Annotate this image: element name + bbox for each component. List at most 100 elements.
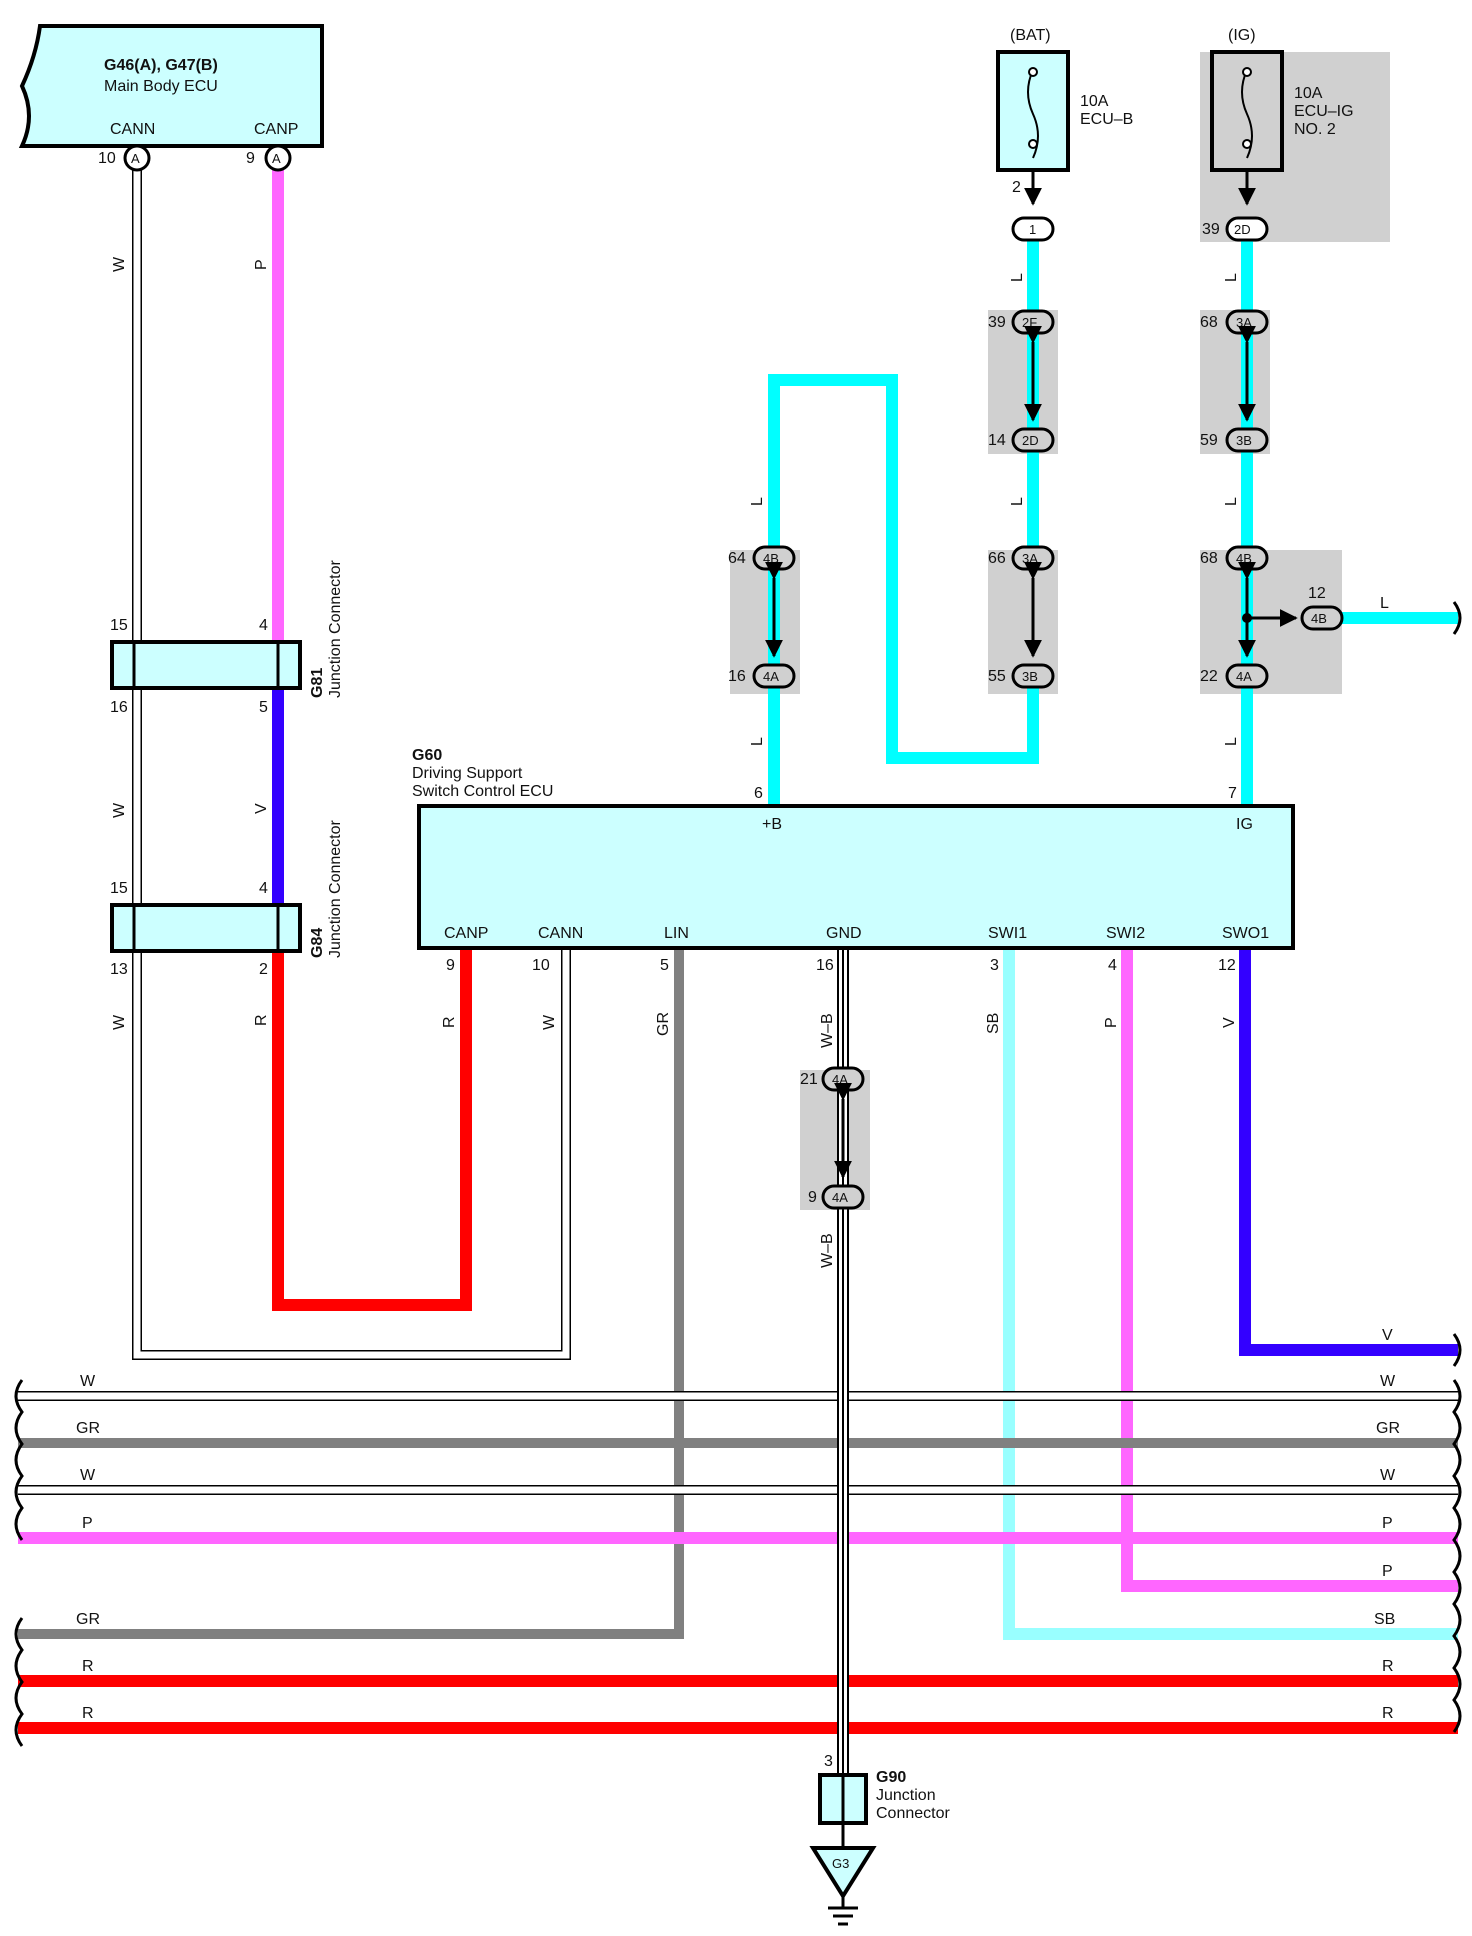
fuse-ig-rating: 10A xyxy=(1294,85,1323,102)
bus-left-gr: GR xyxy=(76,1420,100,1437)
wire-sb-swi1 xyxy=(1003,948,1458,1640)
wl-v-swo1: V xyxy=(1221,1017,1238,1028)
wire-labels: W P W V W R R W GR W–B W–B SB P V L L L … xyxy=(111,256,1393,1344)
g90-code: G90 xyxy=(876,1769,906,1786)
bus-right-p2: P xyxy=(1382,1563,1393,1580)
bus-right-sb: SB xyxy=(1374,1611,1395,1628)
conn-2f-label: 2F xyxy=(1022,315,1037,330)
g84-pin-13: 13 xyxy=(110,961,128,978)
fuse-ig-pin: 39 xyxy=(1202,221,1220,238)
conn-2d-label: 2D xyxy=(1022,433,1039,448)
wl-l-plusb1: L xyxy=(749,497,766,506)
g81-pin-4: 4 xyxy=(259,617,268,634)
conn-3b-bat-num: 55 xyxy=(988,668,1006,685)
bus-left-gr2: GR xyxy=(76,1611,100,1628)
wire-p-swi2 xyxy=(1121,948,1458,1592)
conn-4a-gnd1-label: 4A xyxy=(832,1072,848,1087)
g90-name1: Junction xyxy=(876,1787,936,1804)
g60-pin-canp: CANP xyxy=(444,925,488,942)
bus-left-w2: W xyxy=(80,1467,96,1484)
g60-pin-swo1: SWO1 xyxy=(1222,925,1269,942)
g60-pin-7: 7 xyxy=(1228,785,1237,802)
wl-wb-1: W–B xyxy=(819,1013,836,1048)
wl-w-main3: W xyxy=(111,1014,128,1030)
g90-name2: Connector xyxy=(876,1805,950,1822)
wl-v-right: V xyxy=(1382,1327,1393,1344)
g90-pin: 3 xyxy=(824,1753,833,1770)
wire-r-canp xyxy=(272,948,472,1311)
fuse-ig: (IG) 10A ECU–IG NO. 2 39 2D xyxy=(1202,27,1354,242)
wl-p-swi2: P xyxy=(1103,1017,1120,1028)
bus-left-r2: R xyxy=(82,1705,94,1722)
conn-4a-gnd2-label: 4A xyxy=(832,1190,848,1205)
wl-r-canp: R xyxy=(441,1016,458,1028)
conn-4a-ig-label: 4A xyxy=(1236,669,1252,684)
main-ecu-conn-a2: A xyxy=(272,151,281,166)
fuse-ig-name2: NO. 2 xyxy=(1294,121,1336,138)
bus-left-p: P xyxy=(82,1515,93,1532)
g60-pin-plusb: +B xyxy=(762,816,782,833)
wl-r-main3: R xyxy=(253,1014,270,1026)
conn-4a-plusb-num: 16 xyxy=(728,668,746,685)
wl-p-main1: P xyxy=(253,259,270,270)
conn-4a-gnd1-num: 21 xyxy=(800,1071,818,1088)
wl-sb-swi1: SB xyxy=(985,1013,1002,1034)
main-ecu-pin-cann-num: 10 xyxy=(98,150,116,167)
fuse-ig-name1: ECU–IG xyxy=(1294,103,1354,120)
ground-g3-label: G3 xyxy=(832,1856,849,1871)
g60-num-12: 12 xyxy=(1218,957,1236,974)
bus-right-gr: GR xyxy=(1376,1420,1400,1437)
bus-labels: W W GR GR W W P P P GR SB R R R R xyxy=(76,1373,1400,1722)
g81-code: G81 xyxy=(309,668,326,698)
wl-wb-2: W–B xyxy=(819,1233,836,1268)
junction-g90: 3 G90 Junction Connector G3 xyxy=(809,1753,950,1926)
ground-g3-icon xyxy=(809,1846,877,1900)
g60-ecu: G60 Driving Support Switch Control ECU 6… xyxy=(412,747,1295,974)
conn-3a-bat-num: 66 xyxy=(988,550,1006,567)
junction-g84: 15 4 13 2 G84 Junction Connector xyxy=(110,819,344,978)
g60-pin-lin: LIN xyxy=(664,925,689,942)
main-ecu-code: G46(A), G47(B) xyxy=(104,57,218,74)
wire-gr-lin xyxy=(18,948,684,1639)
conn-4a-ig-num: 22 xyxy=(1200,668,1218,685)
conn-3b-ig-label: 3B xyxy=(1236,433,1252,448)
g60-num-3: 3 xyxy=(990,957,999,974)
bus-right-w2: W xyxy=(1380,1467,1396,1484)
fuse-bat-supply: (BAT) xyxy=(1010,27,1051,44)
main-ecu-pin-canp: CANP xyxy=(254,121,298,138)
wl-l-plusb2: L xyxy=(749,737,766,746)
conn-3a-bat-label: 3A xyxy=(1022,551,1038,566)
g60-num-5: 5 xyxy=(660,957,669,974)
g60-name1: Driving Support xyxy=(412,765,523,782)
g60-num-9: 9 xyxy=(446,957,455,974)
conn-3a-ig-num: 68 xyxy=(1200,314,1218,331)
fuse-ig-conn: 2D xyxy=(1234,222,1251,237)
conn-4b-branch-num: 12 xyxy=(1308,585,1326,602)
fuse-bat: (BAT) 10A ECU–B 2 1 xyxy=(996,27,1133,242)
conn-4a-plusb-label: 4A xyxy=(763,669,779,684)
g60-num-16: 16 xyxy=(816,957,834,974)
conn-4b-plusb-num: 64 xyxy=(728,550,746,567)
conn-4b-plusb-label: 4B xyxy=(763,551,779,566)
bus-right-w1: W xyxy=(1380,1373,1396,1390)
wl-l-branch: L xyxy=(1380,595,1389,612)
bus-left-w1: W xyxy=(80,1373,96,1390)
g81-pin-5: 5 xyxy=(259,699,268,716)
bus-right-p1: P xyxy=(1382,1515,1393,1532)
wl-gr-lin: GR xyxy=(655,1012,672,1036)
wire-v-swo1 xyxy=(1239,948,1458,1356)
main-ecu-conn-a1: A xyxy=(131,151,140,166)
g60-pin-cann: CANN xyxy=(538,925,583,942)
g81-pin-15: 15 xyxy=(110,617,128,634)
bus-right-r1: R xyxy=(1382,1658,1394,1675)
wire-w-cann-main xyxy=(132,160,571,1360)
main-ecu-pin-cann: CANN xyxy=(110,121,155,138)
conn-4b-ig-label: 4B xyxy=(1236,551,1252,566)
g60-code: G60 xyxy=(412,747,442,764)
wl-l-ig3: L xyxy=(1223,737,1240,746)
inline-connectors: 2F 39 2D 14 3A 68 3B 59 4B 64 4A 16 3A 6… xyxy=(728,309,1344,1210)
g60-pin-swi2: SWI2 xyxy=(1106,925,1145,942)
conn-3b-ig-num: 59 xyxy=(1200,432,1218,449)
g60-pin-6: 6 xyxy=(754,785,763,802)
